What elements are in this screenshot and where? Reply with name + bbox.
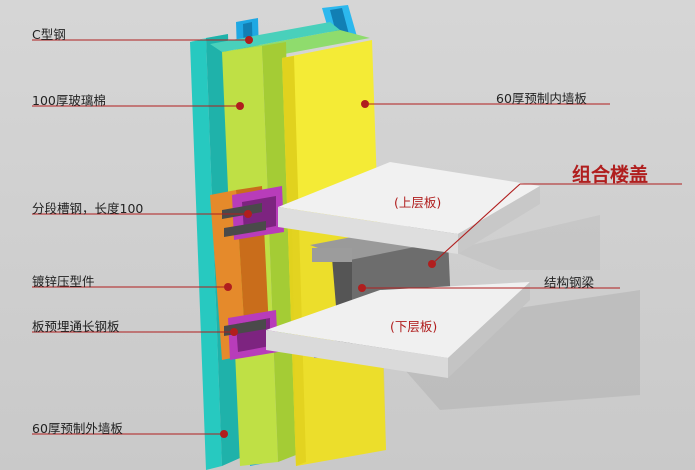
label-c-steel: C型钢 (32, 27, 66, 42)
marker-dots (220, 36, 436, 438)
label-lower-slab: (下层板) (390, 319, 438, 334)
channel-steel-upper-lip2 (224, 221, 266, 237)
lower-slab-front (266, 330, 448, 378)
lower-slab-top (266, 282, 530, 358)
beam-end-top (312, 248, 352, 262)
label-galvanized-part: 镀锌压型件 (32, 274, 95, 289)
dot-glass-wool (236, 102, 244, 110)
dot-galvanized (224, 283, 232, 291)
leader-composite-floor-1 (431, 183, 521, 265)
wall-top-teal (210, 22, 340, 52)
label-composite-floor: 组合楼盖 (572, 164, 649, 186)
upper-shadow (450, 215, 600, 270)
upper-slab-side (458, 186, 540, 254)
dot-channel-steel (244, 210, 252, 218)
label-structural-beam: 结构钢梁 (544, 275, 595, 290)
upper-slab-front (278, 207, 458, 254)
dot-c-steel (245, 36, 253, 44)
label-embedded-plate: 板预埋通长钢板 (32, 319, 120, 334)
dot-outer-panel (220, 430, 228, 438)
upper-slab-top (278, 162, 540, 234)
dot-composite-floor (428, 260, 436, 268)
dot-beam (358, 284, 366, 292)
channel-steel-upper-lip (222, 203, 262, 219)
dot-embedded-plate (230, 328, 238, 336)
label-upper-slab: (上层板) (394, 195, 442, 210)
label-outer-panel: 60厚预制外墙板 (32, 421, 123, 436)
label-inner-panel: 60厚预制内墙板 (496, 91, 587, 106)
outer-panel-face (190, 38, 222, 470)
channel-steel-upper-inner (242, 196, 276, 232)
dot-inner-panel (361, 100, 369, 108)
label-glass-wool: 100厚玻璃棉 (32, 93, 106, 108)
leader-lines (32, 39, 682, 435)
label-channel-steel: 分段槽钢，长度100 (32, 201, 144, 216)
lower-slab-side (448, 282, 530, 378)
